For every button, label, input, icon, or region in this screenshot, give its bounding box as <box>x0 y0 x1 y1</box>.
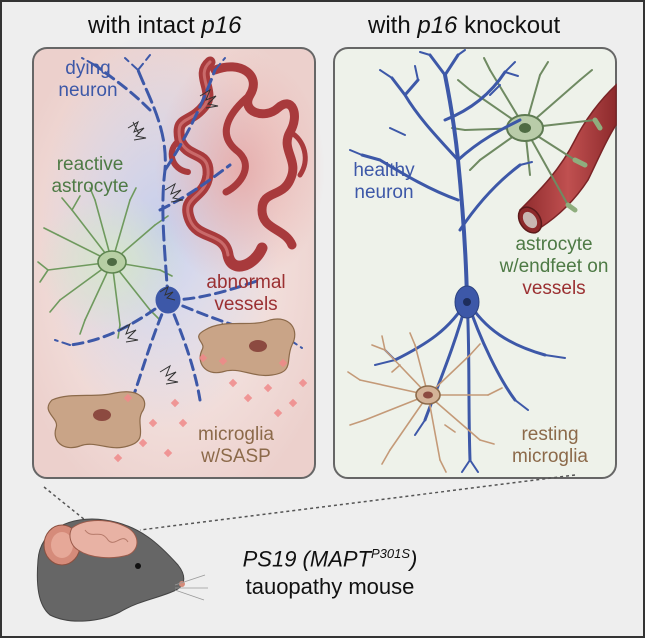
resting-microglia-label-line1: resting <box>521 424 579 445</box>
right-panel-title: with p16 knockout <box>368 12 560 40</box>
mouse-eye <box>135 563 141 569</box>
mouse-model-name: PS19 (MAPT <box>242 546 371 572</box>
left-title-gene: p16 <box>201 12 242 39</box>
dying-neuron-label-line2: neuron <box>58 80 118 101</box>
right-panel <box>333 47 617 479</box>
left-title-prefix: with intact <box>88 12 202 39</box>
right-title-gene: p16 <box>417 12 458 39</box>
astrocyte-endfeet-label-line1: astrocyte <box>515 234 593 255</box>
astrocyte-endfeet-label: astrocyte w/endfeet on vessels <box>492 234 616 300</box>
resting-microglia-shape <box>347 332 503 473</box>
mouse-model-line2: tauopathy mouse <box>245 574 415 600</box>
astrocyte-endfeet-label-line3: vessels <box>522 278 586 299</box>
endfeet-astrocyte-shape <box>451 57 603 213</box>
healthy-neuron-label: healthy neuron <box>344 160 424 204</box>
reactive-astrocyte-label-line2: astrocyte <box>51 176 129 197</box>
mouse-model-close: ) <box>410 546 418 572</box>
resting-microglia-label: resting microglia <box>500 424 600 468</box>
mouse-model-mutation: P301S <box>371 546 411 561</box>
right-title-prefix: with <box>368 12 418 39</box>
reactive-astrocyte-label-line1: reactive <box>56 154 124 175</box>
microglia-cell-1 <box>47 391 146 449</box>
mouse-model-label: PS19 (MAPTP301S) tauopathy mouse <box>200 540 460 601</box>
mouse-brain <box>69 520 138 559</box>
healthy-neuron-shape <box>349 49 566 473</box>
healthy-neuron-label-line1: healthy <box>353 160 415 181</box>
left-panel <box>32 30 325 479</box>
microglia-sasp-shapes <box>47 318 308 463</box>
microglia-cell-2 <box>198 318 296 377</box>
right-title-suffix: knockout <box>457 12 561 39</box>
resting-microglia-label-line2: microglia <box>511 446 589 467</box>
abnormal-vessels-label: abnormal vessels <box>196 272 296 316</box>
reactive-astrocyte-label: reactive astrocyte <box>40 154 140 198</box>
mouse-model-line1: PS19 (MAPTP301S) <box>200 540 460 573</box>
abnormal-vessels-label-line2: vessels <box>214 294 278 315</box>
left-panel-title: with intact p16 <box>88 12 241 40</box>
dying-neuron-label-line1: dying <box>65 58 111 79</box>
mouse-illustration <box>36 518 208 622</box>
callout-line-right <box>139 474 576 531</box>
callout-line-left <box>43 486 86 521</box>
abnormal-vessels-shape <box>168 56 308 272</box>
microglia-sasp-label: microglia w/SASP <box>186 424 286 468</box>
healthy-neuron-label-line2: neuron <box>354 182 414 203</box>
abnormal-vessels-label-line1: abnormal <box>206 272 286 293</box>
astrocyte-endfeet-label-line2: w/endfeet on <box>499 256 609 277</box>
microglia-sasp-label-line1: microglia <box>197 424 275 445</box>
microglia-sasp-label-line2: w/SASP <box>201 446 271 467</box>
dying-neuron-label: dying neuron <box>48 58 128 102</box>
